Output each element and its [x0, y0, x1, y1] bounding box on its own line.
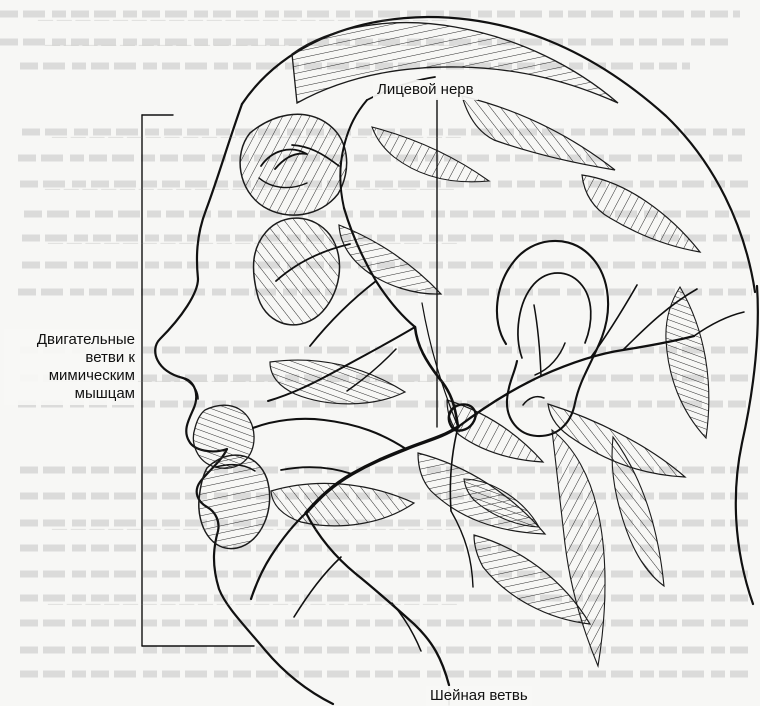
svg-text:— — — — — — — — — — — — — — —: — — — — — — — — — — — — — — — — — — — — … [51, 521, 462, 537]
motor-branches-label: Двигательные ветви к мимическим мышцам [4, 329, 138, 405]
svg-text:— — — — — — — — — — — — — — —: — — — — — — — — — — — — — — — — — — — — … [47, 596, 458, 612]
svg-text:— — — — — — — — — — — — — — —: — — — — — — — — — — — — — — — — — — — — … [44, 37, 455, 53]
svg-text:— — — — — — — — — — — — — — —: — — — — — — — — — — — — — — — — — — — — … [47, 235, 458, 251]
svg-text:— — — — — — — — — — — — — — —: — — — — — — — — — — — — — — — — — — — — … [44, 181, 455, 197]
svg-text:— — — — — — — — — — — — — — —: — — — — — — — — — — — — — — — — — — — — … [37, 12, 448, 28]
svg-text:— — — — — — — — — — — — — — —: — — — — — — — — — — — — — — — — — — — — … [51, 129, 462, 145]
facial-nerve-label: Лицевой нерв [373, 80, 478, 100]
cervical-branch-label: Шейная ветвь [426, 686, 532, 706]
